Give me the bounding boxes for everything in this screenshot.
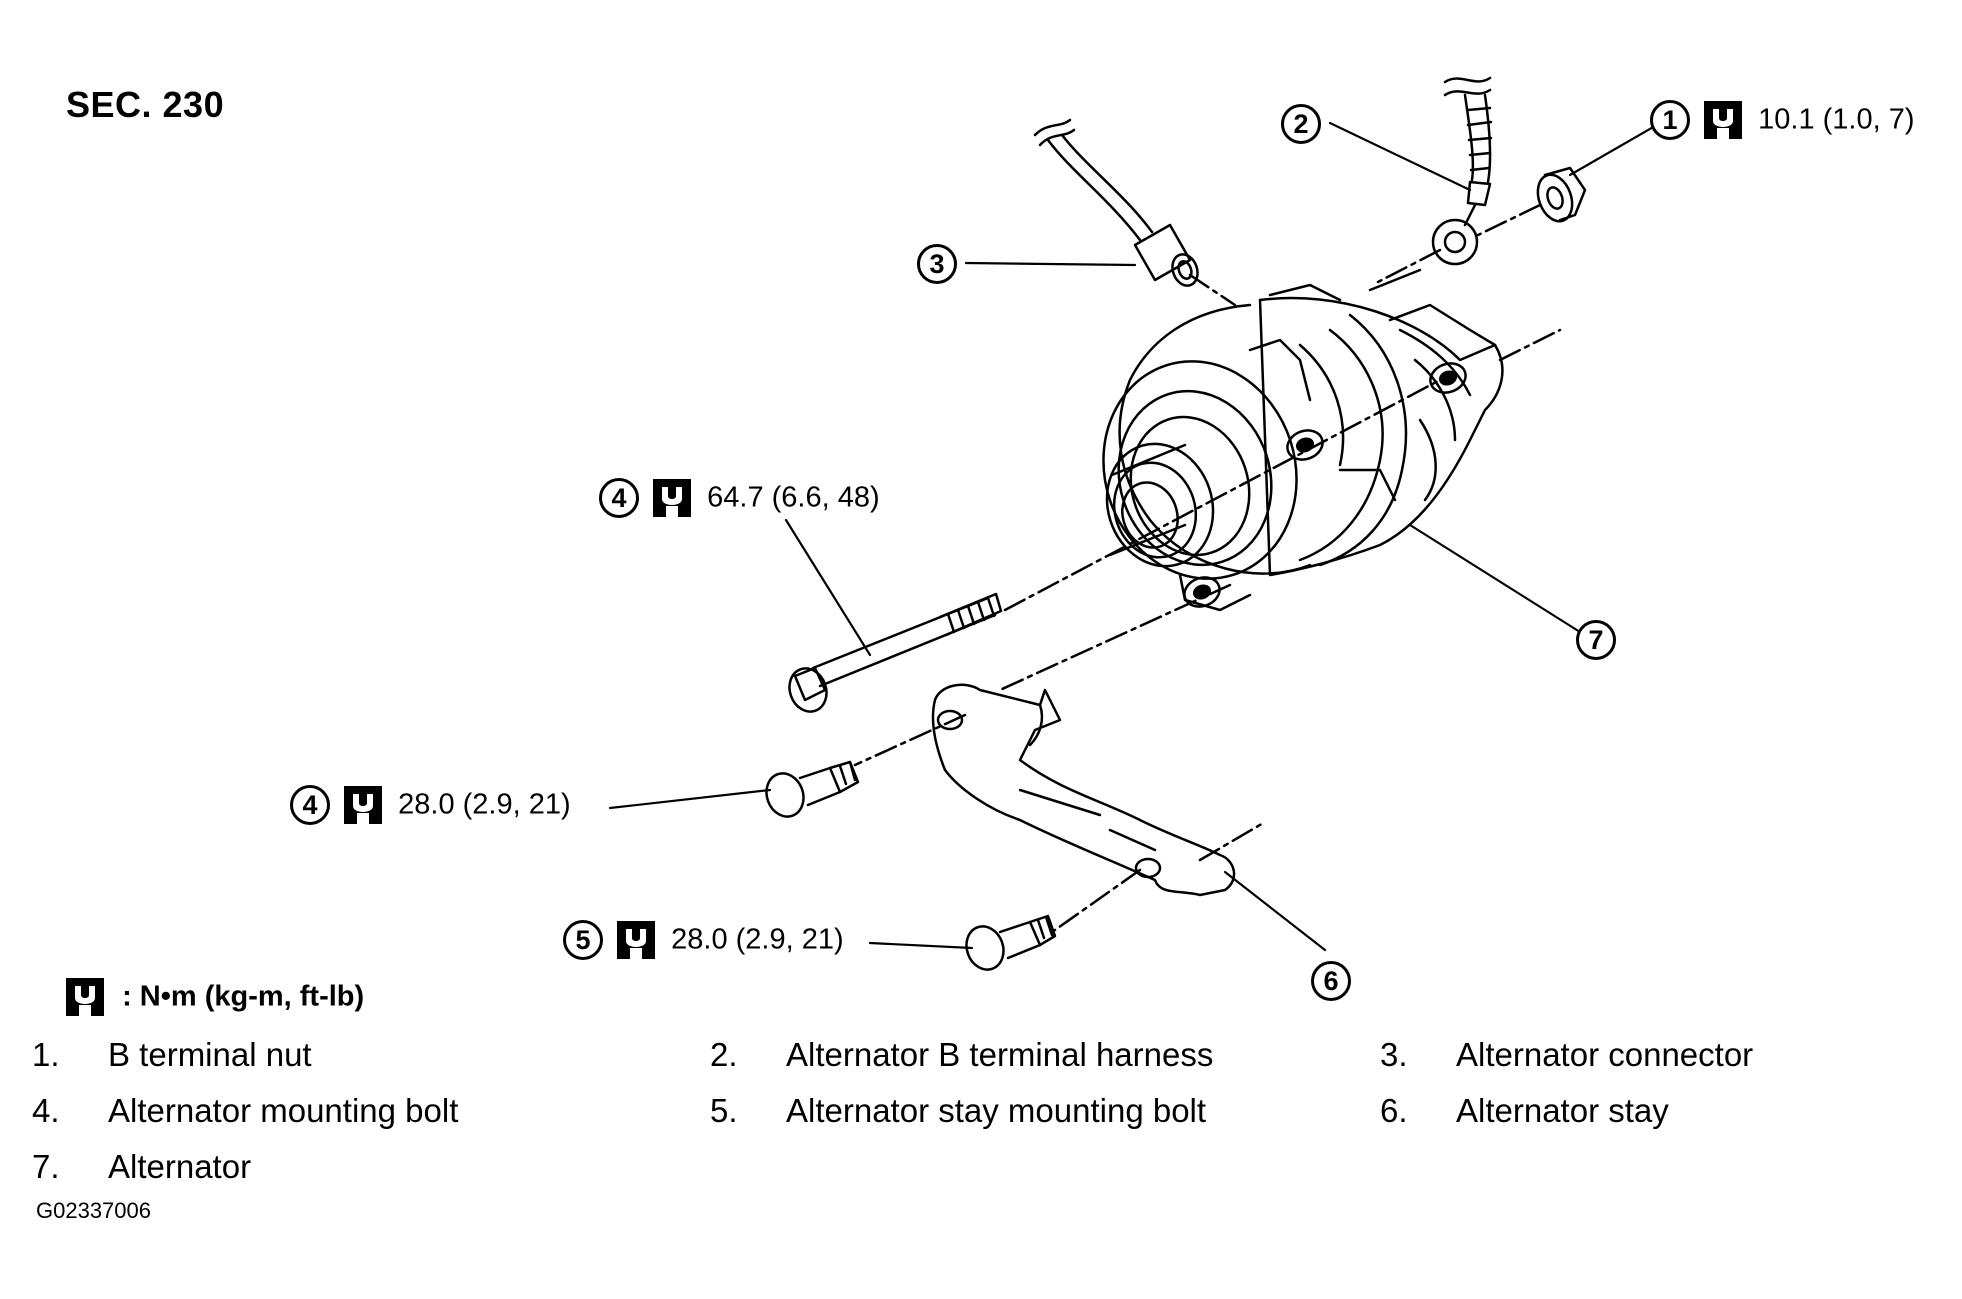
part-item: 3.Alternator connector — [1380, 1036, 1754, 1073]
callout-number: 4 — [290, 785, 330, 825]
callout-number: 5 — [563, 920, 603, 960]
section-title: SEC. 230 — [66, 84, 225, 125]
callout-2: 2 — [1281, 104, 1321, 144]
torque-wrench-icon — [653, 479, 692, 517]
leader-lines — [608, 120, 1664, 952]
callout-number: 2 — [1281, 104, 1321, 144]
callout-number: 3 — [917, 244, 957, 284]
figure-code: G02337006 — [36, 1198, 151, 1223]
alternator-stay-drawing — [931, 683, 1236, 897]
part-item: 7.Alternator — [32, 1148, 252, 1185]
part-item: 1.B terminal nut — [32, 1036, 312, 1073]
callout-6: 6 — [1311, 961, 1351, 1001]
alternator-drawing — [1102, 268, 1504, 612]
torque-value: 10.1 (1.0, 7) — [1758, 103, 1915, 136]
torque-wrench-icon — [344, 786, 383, 824]
torque-units: : N•m (kg-m, ft-lb) — [122, 980, 365, 1013]
torque-wrench-icon — [1704, 101, 1743, 139]
assembly-lines — [853, 203, 1562, 932]
callout-5: 5 28.0 (2.9, 21) — [563, 920, 844, 960]
callout-number: 1 — [1650, 100, 1690, 140]
bolts-drawing — [765, 592, 1057, 971]
part-item: 4.Alternator mounting bolt — [32, 1092, 459, 1129]
callout-number: 6 — [1311, 961, 1351, 1001]
part-item: 6.Alternator stay — [1380, 1092, 1669, 1129]
part-item: 2.Alternator B terminal harness — [710, 1036, 1214, 1073]
callout-4-lower: 4 28.0 (2.9, 21) — [290, 785, 571, 825]
callout-number: 4 — [599, 478, 639, 518]
torque-wrench-icon — [66, 978, 104, 1016]
harness-drawing — [1033, 76, 1587, 287]
callout-4-upper: 4 64.7 (6.6, 48) — [599, 478, 880, 518]
torque-units-legend: : N•m (kg-m, ft-lb) — [66, 978, 364, 1016]
torque-value: 28.0 (2.9, 21) — [398, 788, 571, 821]
part-item: 5.Alternator stay mounting bolt — [710, 1092, 1207, 1129]
callout-3: 3 — [917, 244, 957, 284]
torque-value: 64.7 (6.6, 48) — [707, 481, 880, 514]
callout-7: 7 — [1576, 620, 1616, 660]
torque-value: 28.0 (2.9, 21) — [671, 923, 844, 956]
torque-wrench-icon — [617, 921, 656, 959]
callout-number: 7 — [1576, 620, 1616, 660]
callout-1: 1 10.1 (1.0, 7) — [1650, 100, 1915, 140]
